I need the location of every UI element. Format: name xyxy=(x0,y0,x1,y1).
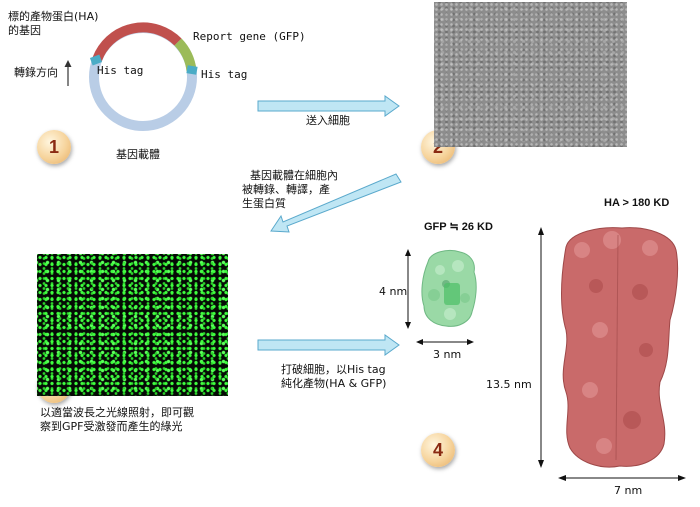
express-label-line2: 被轉錄、轉譯，產 xyxy=(242,183,330,196)
transcription-direction-label: 轉錄方向 xyxy=(14,66,58,79)
report-gene-label: Report gene (GFP) xyxy=(193,30,306,43)
express-label-line3: 生蛋白質 xyxy=(242,197,286,210)
fluorescence-image xyxy=(37,254,228,396)
ha-width-arrow-left xyxy=(558,475,566,481)
ha-height-arrow-bottom xyxy=(538,460,544,468)
arrow-transfect xyxy=(257,95,400,117)
target-gene-label-line2: 的基因 xyxy=(8,24,41,37)
direction-arrow-head xyxy=(64,60,72,67)
ha-title: HA > 180 KD xyxy=(604,197,670,209)
fluorescence-caption-line2: 察到GPF受激發而產生的綠光 xyxy=(40,420,183,433)
gfp-structure xyxy=(421,249,477,327)
gfp-height-arrow-top xyxy=(405,249,411,256)
transfect-label: 送入細胞 xyxy=(306,114,350,127)
ha-width-arrow-right xyxy=(678,475,686,481)
gfp-width-arrow-left xyxy=(416,339,423,345)
fluorescence-caption-line1: 以適當波長之光線照射，即可觀 xyxy=(40,406,194,419)
arrow-purify xyxy=(257,334,400,356)
gfp-title: GFP ≒ 26 KD xyxy=(424,221,493,233)
target-gene-arc xyxy=(92,22,182,62)
step-1-badge: 1 xyxy=(37,130,71,164)
purify-label-line2: 純化產物(HA & GFP) xyxy=(281,377,387,390)
ha-height-label: 13.5 nm xyxy=(486,378,532,391)
express-label-line1: 基因載體在細胞內 xyxy=(250,169,338,182)
cell-culture-image xyxy=(434,2,627,147)
target-gene-label-line1: 標的產物蛋白(HA) xyxy=(8,10,99,23)
his-tag-right-block xyxy=(186,65,198,75)
ha-height-arrow-top xyxy=(538,227,544,235)
gfp-width-label: 3 nm xyxy=(433,348,462,361)
his-tag-left-label: His tag xyxy=(97,64,144,77)
arrow-express xyxy=(270,173,402,233)
gfp-height-arrow-bottom xyxy=(405,322,411,329)
gfp-width-arrow-right xyxy=(467,339,474,345)
step-4-badge: 4 xyxy=(421,433,455,467)
his-tag-right-label: His tag xyxy=(201,68,248,81)
ha-width-label: 7 nm xyxy=(614,484,643,497)
purify-label-line1: 打破細胞，以His tag xyxy=(281,363,386,376)
gfp-height-label: 4 nm xyxy=(379,285,408,298)
ha-structure xyxy=(561,227,679,468)
vector-label: 基因載體 xyxy=(116,148,160,161)
his-tag-left-block xyxy=(89,54,103,66)
